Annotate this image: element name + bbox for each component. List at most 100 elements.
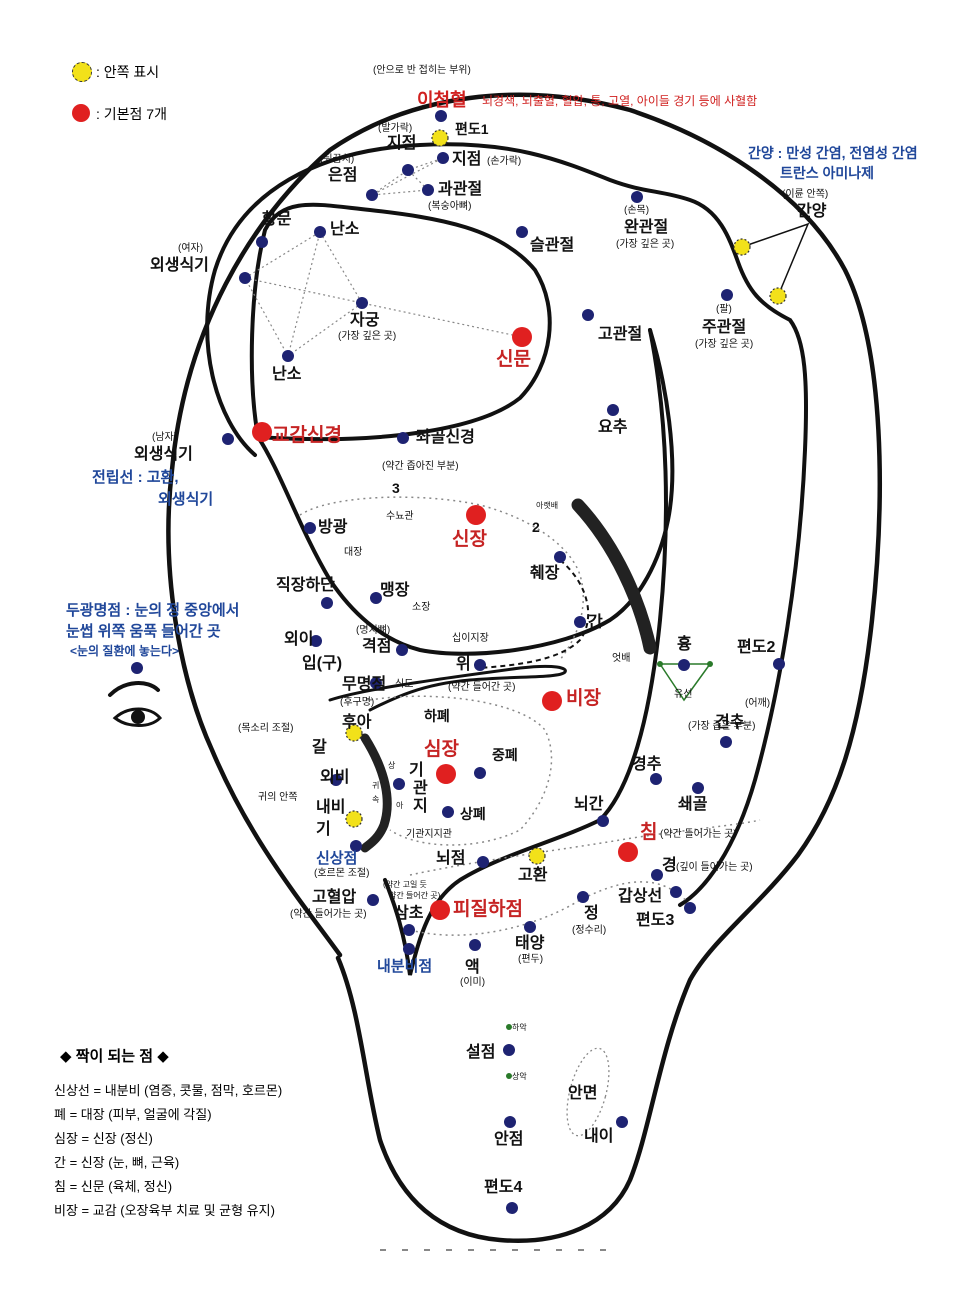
acupoint-dot [631,191,643,203]
tragus-curve [360,733,392,853]
label-pijilhajeom: 피질하점 [453,899,523,920]
label-gwan: 관 [413,780,428,797]
label-sunyogwan: 수뇨관 [386,511,414,522]
marker-dot [506,1024,512,1030]
label-namja: (남자) [152,432,178,443]
dugwang-note-2: 눈썹 위쪽 움푹 들어간 곳 [66,623,221,640]
acupoint-dot [524,921,536,933]
label-gyogamsingyeong: 교감신경 [272,425,342,446]
label-sonmok: (손목) [624,205,650,216]
label-simjang: 심장 [424,739,459,760]
acupoint-dot [396,644,408,656]
acupoint-dot [577,891,589,903]
acupoint-dot [282,350,294,362]
label-gyeonchu: 견추 [715,714,745,731]
label-jugwanjeol-sub: (가장 깊은 곳) [695,339,754,350]
acupoint-dots [131,110,787,1214]
label-yochu: 요추 [598,419,628,436]
label-aek: 액 [465,959,480,976]
acupoint-dot [239,272,251,284]
label-sok: 속 [372,795,380,804]
label-noejeom: 뇌점 [436,850,466,867]
pairs-item: 폐 = 대장 (피부, 얼굴에 각질) [54,1107,212,1122]
label-gyeongchu: 경추 [632,756,662,773]
inner-mark-dot [345,810,363,828]
label-gigwanjigwan: 기관지지관 [406,829,452,840]
acupoint-dot [403,943,415,955]
acupoint-dot [597,815,609,827]
label-seulgwanjeol: 슬관절 [530,237,575,254]
label-wangwanjeol: 완관절 [624,219,669,236]
jeollipseon-note-1: 전립선 : 고환, [92,469,179,486]
basic-point-dot [252,422,272,442]
label-boksungabbyeo: (복숭아뼈) [428,201,472,212]
label-gwagwanjeol: 과관절 [438,181,483,198]
label-pyeondo3: 편도3 [636,912,675,929]
dugwang-note-1: 두광명점 : 눈의 정 중앙에서 [66,602,240,619]
acupoint-dot [721,289,733,301]
label-num2: 2 [532,519,540,535]
label-gal: 갈 [312,739,327,756]
acupoint-dot [474,767,486,779]
label-daejang: 대장 [344,547,363,558]
helix-inner-line [205,142,809,907]
acupoint-dot [616,1116,628,1128]
label-samcho: 삼초 [394,905,424,922]
label-taeyang: 태양 [515,935,545,952]
basic-point-dot [542,691,562,711]
legend-inner-label: : 안쪽 표시 [96,64,160,80]
acupoint-dot [402,164,414,176]
dotted-lobe-line [409,819,761,876]
acupoint-dot [474,659,486,671]
label-swaegol: 쇄골 [678,796,708,813]
label-maengjang: 맹장 [380,582,410,599]
label-moksori: (목소리 조절) [238,723,294,734]
label-gan: 간 [588,614,603,631]
label-gwi: 귀 [372,781,380,790]
label-gi2: 기 [316,821,331,838]
label-hugumyeong: (후구명) [340,697,375,708]
label-narrow-part: (약간 좁아진 부분) [382,461,459,472]
label-jwagolsingyeong: 좌골신경 [416,429,475,446]
acupoint-dot [692,782,704,794]
acupoint-dot [256,236,268,248]
acupoint-dot [684,902,696,914]
label-sinjang: 신장 [452,529,487,550]
label-bijang: 비장 [566,688,601,709]
eye-drawing [108,681,163,727]
inner-mark-dot [528,847,546,865]
acupoint-dot [554,551,566,563]
intertragic-loop [328,664,567,712]
yellow-dot-icon [72,62,92,82]
inner-mark-dot [431,129,449,147]
label-oesaengsikgi-m: 외생식기 [134,446,193,463]
acupoint-dot [516,226,528,238]
inner-mark-dot [733,238,751,256]
acupoint-dot [370,592,382,604]
label-yuseon: 유선 [674,689,693,700]
acupoint-dot [310,635,322,647]
label-anjeom: 안점 [494,1131,524,1148]
acupoint-dot [422,184,434,196]
acupoint-dot [330,774,342,786]
label-banggwang: 방광 [318,519,348,536]
label-seoljeom: 설점 [466,1044,496,1061]
legend-row-basic: : 기본점 7개 [72,104,167,124]
pairs-item: 침 = 신문 (육체, 정신) [54,1179,173,1194]
acupoint-dot [720,736,732,748]
label-anmyeon: 안면 [568,1085,598,1102]
dugwang-note-3: <눈의 질환에 놓는다> [70,644,180,658]
label-gogwanjeol: 고관절 [598,326,643,343]
label-gwiui-anjjok: 귀의 안쪽 [258,792,298,803]
label-noegan: 뇌간 [574,796,604,813]
label-jeong: 정 [584,905,599,922]
label-jeongsuri: (정수리) [572,925,607,936]
label-chim: 침 [640,822,658,843]
inner-mark-dot [769,287,787,305]
inner-fold-note: (안으로 반 접히는 부위) [373,65,471,76]
label-gyeong: 경 [662,857,677,874]
label-num3: 3 [392,480,400,496]
label-hangmun: 항문 [262,211,292,228]
label-ganyang: 간양 [797,203,827,220]
